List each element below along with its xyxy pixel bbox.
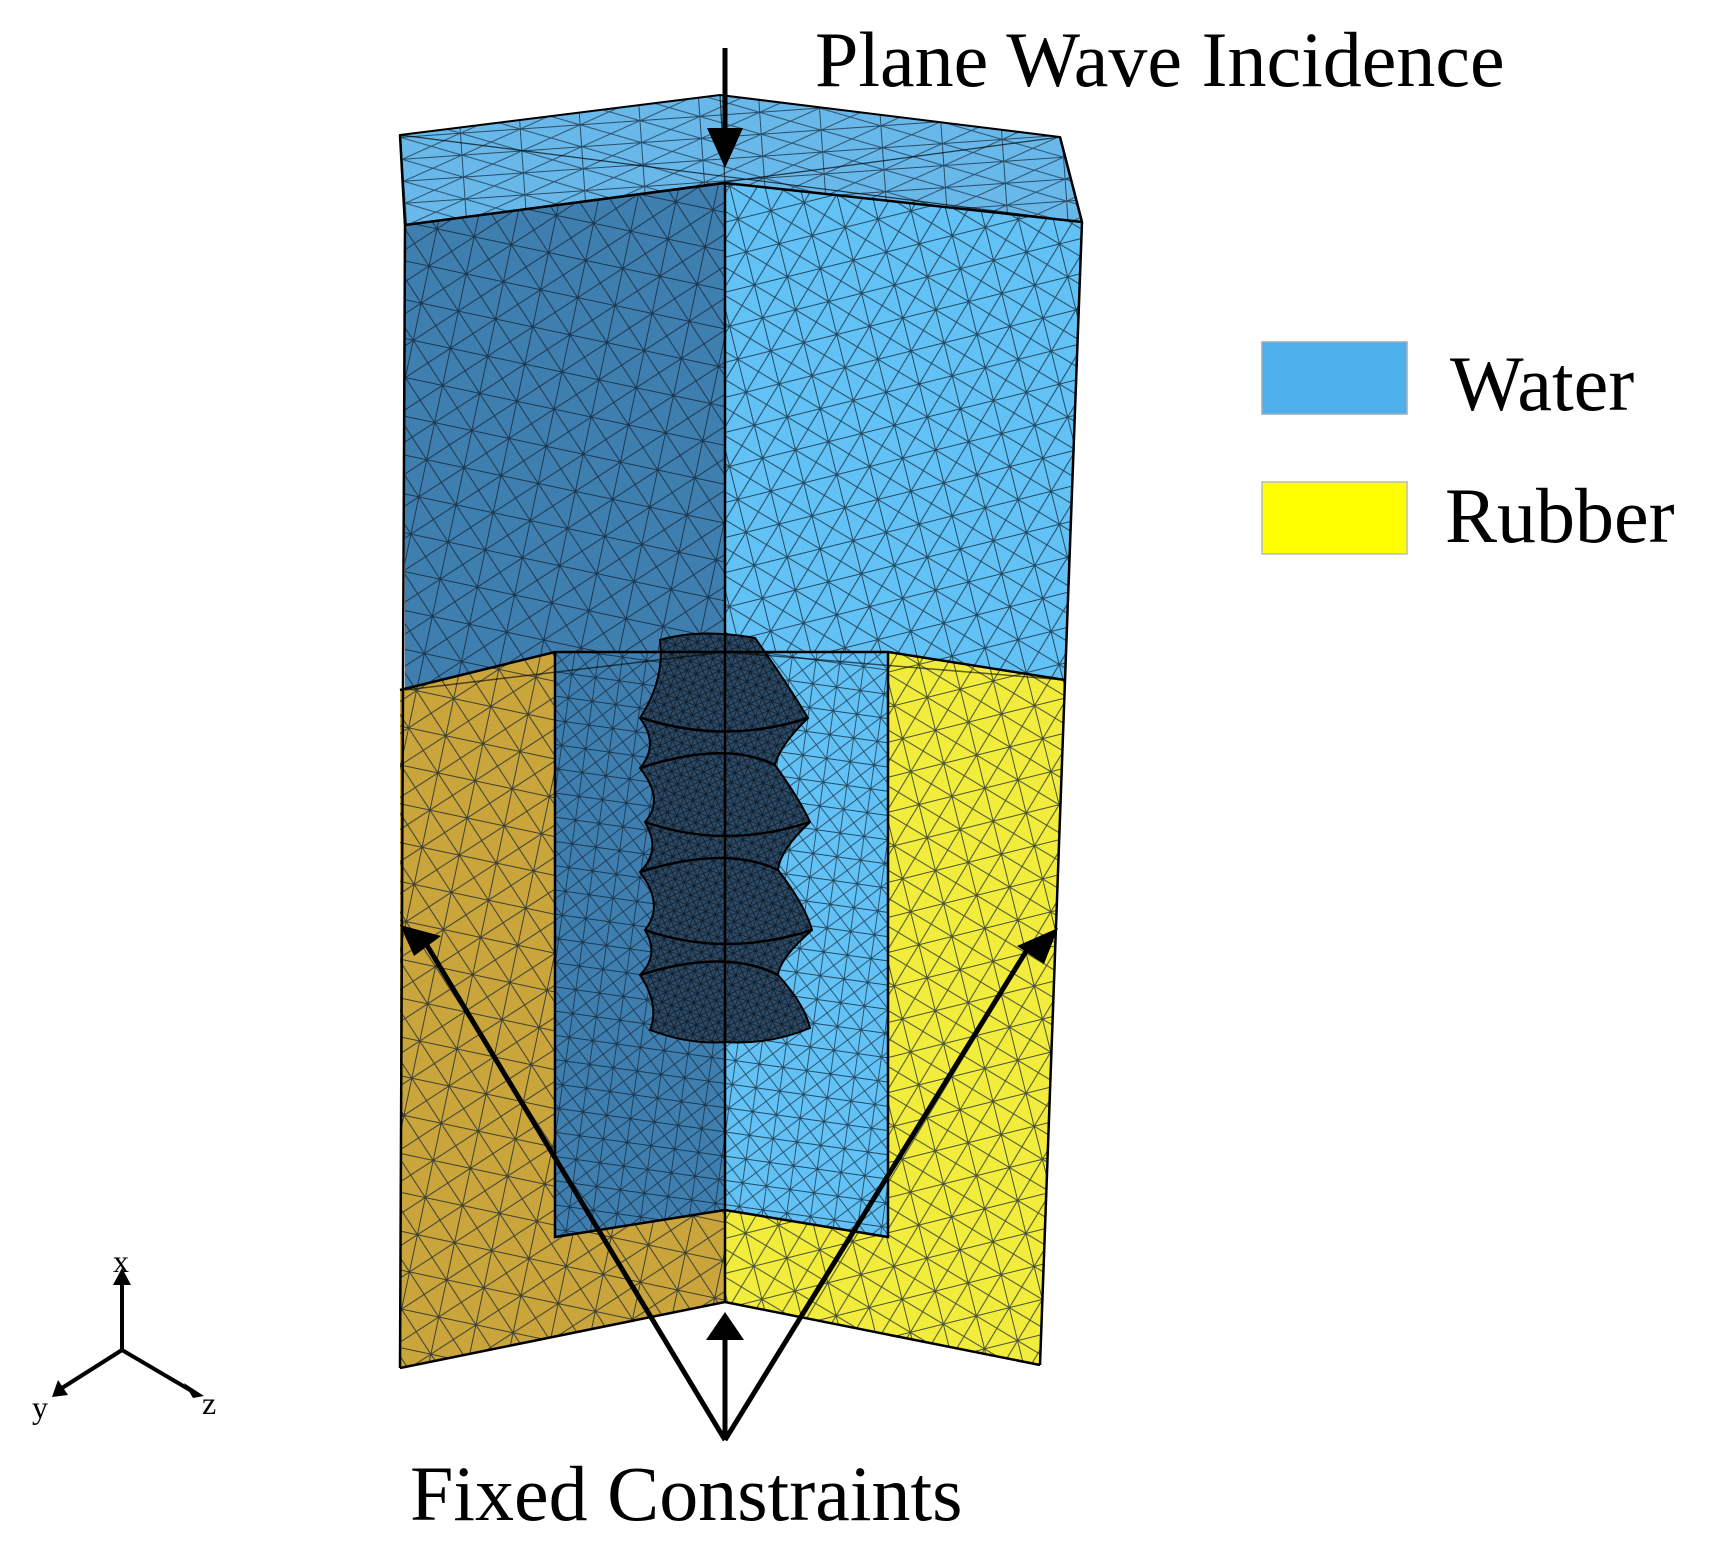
water-top-face (398, 93, 1084, 227)
axis-triad (60, 1280, 192, 1392)
legend-swatch-water (1261, 341, 1408, 415)
axis-arrowheads (52, 1268, 204, 1398)
legend-label-rubber: Rubber (1445, 472, 1675, 559)
model-edges (398, 94, 1084, 1370)
fixed-constraints-label: Fixed Constraints (410, 1450, 963, 1537)
plane-wave-arrow (707, 48, 743, 168)
legend-swatch-rubber (1261, 481, 1408, 555)
water-left-face (405, 183, 725, 690)
axis-x-label: x (113, 1243, 129, 1279)
axis-z-label: z (202, 1385, 216, 1421)
rubber-left-face (400, 652, 725, 1368)
axis-y-label: y (32, 1389, 48, 1425)
water-right-face (725, 183, 1082, 680)
legend: Water Rubber (1261, 340, 1675, 559)
fixed-constraint-arrows (422, 940, 1033, 1442)
rubber-right-face (725, 652, 1065, 1365)
legend-label-water: Water (1450, 340, 1634, 427)
plane-wave-label: Plane Wave Incidence (815, 16, 1505, 103)
constraint-arrowheads (400, 925, 1058, 1340)
